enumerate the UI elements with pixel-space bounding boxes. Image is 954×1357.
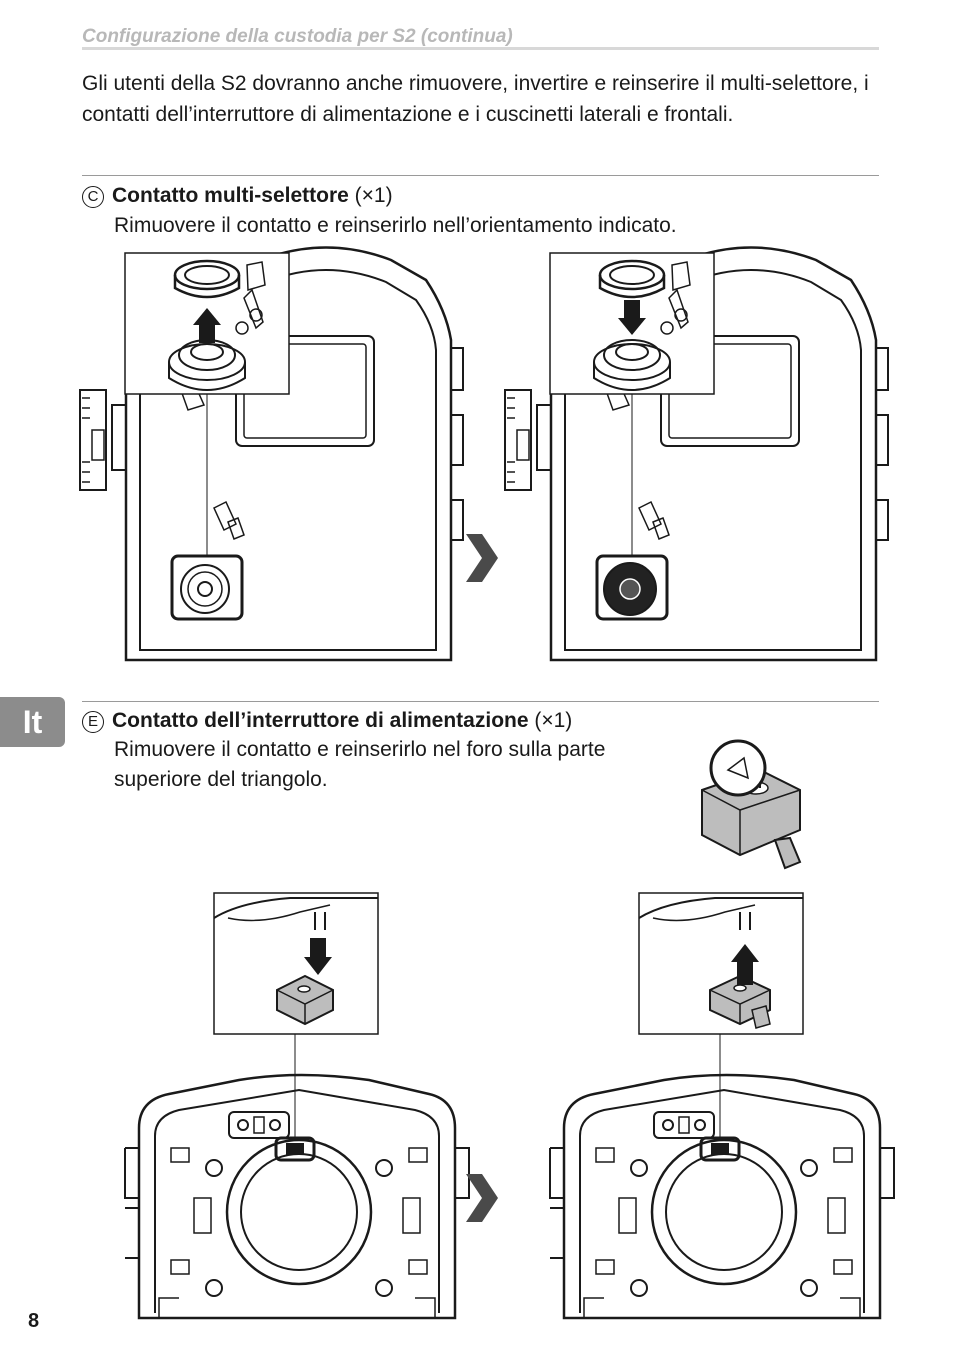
section-description-e: Rimuovere il contatto e reinserirlo nel … <box>114 738 606 791</box>
language-tab: It <box>0 697 65 747</box>
header-rule <box>82 47 879 50</box>
section-marker-c: C <box>82 186 104 208</box>
section-heading-e: E Contatto dell’interruttore di alimentaz… <box>82 706 572 736</box>
section-qty-c: (×1) <box>348 184 393 207</box>
section-title-c: Contatto multi-selettore <box>112 184 349 207</box>
section-rule <box>82 175 879 176</box>
intro-paragraph: Gli utenti della S2 dovranno anche rimuo… <box>82 72 869 126</box>
running-header: Configurazione della custodia per S2 (co… <box>82 26 513 47</box>
section-qty-e: (×1) <box>528 709 573 732</box>
section-heading-c: C Contatto multi-selettore (×1) <box>82 181 393 211</box>
page-number: 8 <box>28 1310 40 1332</box>
section-description-c: Rimuovere il contatto e reinserirlo nell… <box>114 214 677 237</box>
section-rule <box>82 701 879 702</box>
multi-selector-figure <box>78 246 890 662</box>
section-marker-e: E <box>82 711 104 733</box>
section-title-e: Contatto dell’interruttore di alimentazi… <box>112 709 529 732</box>
